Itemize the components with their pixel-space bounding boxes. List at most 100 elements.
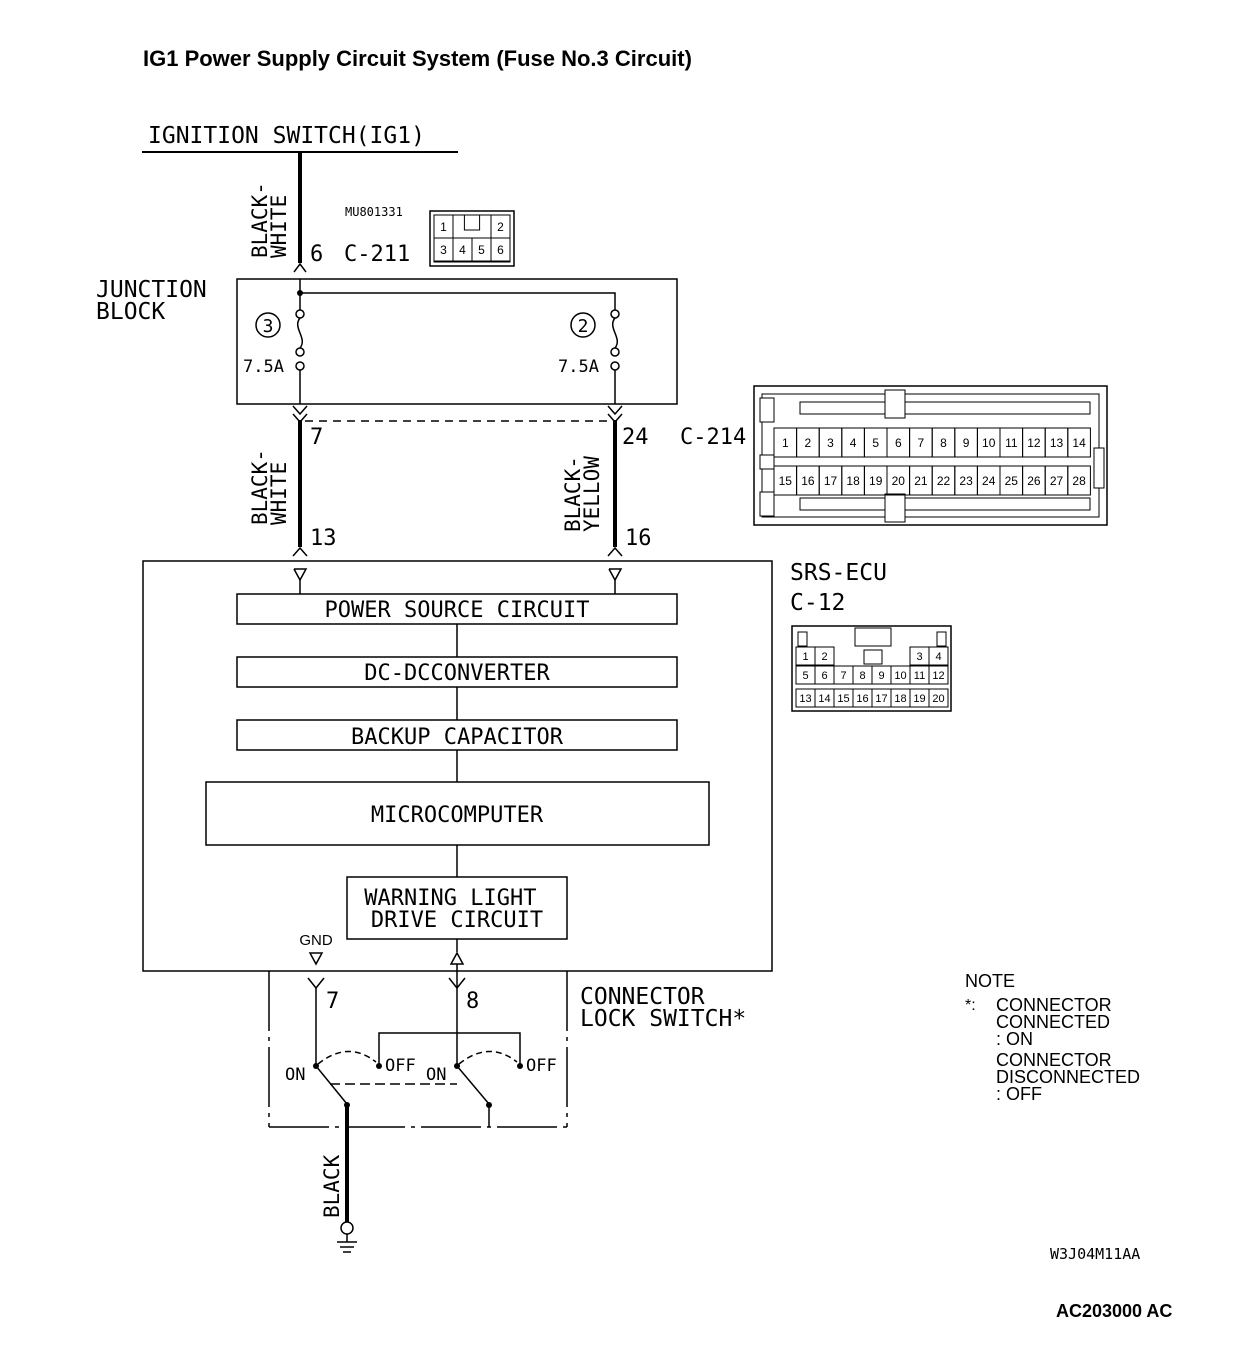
connector-pin-number: 20 bbox=[932, 693, 944, 705]
connector-pin-cell bbox=[490, 237, 511, 262]
note-star: *: bbox=[965, 997, 976, 1014]
ignition-switch-label: IGNITION SWITCH(IG1) bbox=[148, 123, 425, 149]
connector-pin-number: 28 bbox=[1072, 474, 1086, 488]
connector-pin-cell bbox=[1067, 427, 1091, 458]
fuse-2: 2 7.5A bbox=[558, 309, 620, 404]
connector-pin-number: 1 bbox=[440, 220, 447, 234]
connector-pin-cell bbox=[928, 646, 949, 666]
connector-pin-number: 15 bbox=[779, 474, 793, 488]
wire-label-left: BLACK-WHITE bbox=[248, 449, 291, 525]
connector-pin-number: 7 bbox=[840, 670, 846, 682]
note-line-5: : OFF bbox=[996, 1084, 1042, 1104]
fuse-3-rating: 7.5A bbox=[243, 357, 284, 377]
note-line-1: CONNECTED bbox=[996, 1012, 1110, 1032]
connector-pin-number: 10 bbox=[982, 436, 996, 450]
pin-c211: 6 bbox=[310, 242, 323, 267]
note-line-2: : ON bbox=[996, 1029, 1033, 1049]
connector-pin-number: 16 bbox=[856, 693, 868, 705]
connector-pin-number: 17 bbox=[824, 474, 838, 488]
connector-mark bbox=[293, 262, 307, 273]
wire-label-top: BLACK-WHITE bbox=[248, 182, 291, 258]
pin-ecu-left: 13 bbox=[310, 526, 337, 551]
connector-pin-number: 11 bbox=[914, 670, 925, 682]
warning-light-label-l1: WARNING LIGHT bbox=[364, 886, 536, 911]
wire-label-ground: BLACK bbox=[320, 1154, 344, 1218]
wire-label-line: BLACK- bbox=[561, 456, 585, 532]
connector-pin-cell bbox=[814, 646, 835, 666]
connector-pin-number: 23 bbox=[959, 474, 973, 488]
connector-pin-number: 2 bbox=[805, 436, 812, 450]
ground-icon bbox=[337, 1234, 357, 1253]
part-number: MU801331 bbox=[345, 205, 403, 219]
connector-pin-number: 2 bbox=[821, 651, 827, 663]
power-source-label: POWER SOURCE CIRCUIT bbox=[325, 598, 590, 623]
connector-pin-number: 1 bbox=[782, 436, 789, 450]
connector-pin-number: 10 bbox=[894, 670, 906, 682]
connector-pin-number: 12 bbox=[1027, 436, 1041, 450]
lock-switch-label-l1: CONNECTOR bbox=[580, 984, 705, 1010]
backup-capacitor-label: BACKUP CAPACITOR bbox=[351, 725, 564, 750]
srs-ecu-label: SRS-ECU bbox=[790, 560, 887, 586]
pin-gnd: 7 bbox=[326, 989, 339, 1014]
wire-label-line: WHITE bbox=[267, 462, 291, 525]
wire-label-line: WHITE bbox=[267, 195, 291, 258]
fuse-3-number: 3 bbox=[263, 316, 274, 337]
connector-pin-number: 13 bbox=[1050, 436, 1064, 450]
dc-dc-label: DC-DCCONVERTER bbox=[364, 661, 550, 686]
connector-pin-number: 14 bbox=[1072, 436, 1086, 450]
connector-pin-number: 18 bbox=[846, 474, 860, 488]
junction-block-label-l1: JUNCTION bbox=[96, 277, 207, 303]
switch2-off-label: OFF bbox=[526, 1056, 557, 1076]
gnd-label: GND bbox=[299, 932, 333, 949]
connector-pin-number: 7 bbox=[918, 436, 925, 450]
connector-pin-number: 13 bbox=[799, 693, 811, 705]
wire-label-left-text: BLACK-WHITE bbox=[248, 449, 291, 525]
connector-pin-number: 9 bbox=[878, 670, 884, 682]
junction-block-label-l2: BLOCK bbox=[96, 299, 165, 325]
connector-pin-number: 16 bbox=[801, 474, 815, 488]
fuse-3: 3 7.5A bbox=[243, 293, 305, 404]
connector-c214-label: C-214 bbox=[680, 425, 746, 450]
connector-pin-number: 4 bbox=[850, 436, 857, 450]
page-title: IG1 Power Supply Circuit System (Fuse No… bbox=[143, 46, 692, 71]
note-line-3: CONNECTOR bbox=[996, 1050, 1112, 1070]
connector-pin-number: 5 bbox=[802, 670, 808, 682]
pin-switch: 8 bbox=[466, 989, 479, 1014]
reference-code: AC203000 AC bbox=[1056, 1301, 1172, 1321]
connector-c12-label: C-12 bbox=[790, 590, 845, 616]
fuse-2-rating: 7.5A bbox=[558, 357, 599, 377]
connector-pin-number: 11 bbox=[1005, 436, 1018, 450]
connector-pin-number: 25 bbox=[1005, 474, 1019, 488]
connector-pin-number: 2 bbox=[497, 220, 504, 234]
connector-pin-number: 1 bbox=[802, 651, 808, 663]
fuse-2-number: 2 bbox=[578, 316, 589, 337]
connector-pin-number: 4 bbox=[459, 243, 466, 257]
connector-pin-number: 27 bbox=[1050, 474, 1064, 488]
note-text: CONNECTOR CONNECTED : ON CONNECTOR DISCO… bbox=[996, 995, 1145, 1104]
connector-pin-number: 22 bbox=[937, 474, 951, 488]
connector-c211-label: C-211 bbox=[344, 242, 410, 267]
lock-switch-label-l2: LOCK SWITCH* bbox=[580, 1006, 746, 1032]
connector-pin-number: 5 bbox=[478, 243, 485, 257]
connector-pin-cell bbox=[928, 665, 949, 685]
lock-switch-label: CONNECTOR LOCK SWITCH* bbox=[580, 984, 746, 1032]
microcomputer-label: MICROCOMPUTER bbox=[371, 803, 544, 828]
warning-light-label: WARNING LIGHT DRIVE CIRCUIT bbox=[364, 886, 549, 933]
junction-block bbox=[236, 278, 678, 405]
connector-pin-number: 21 bbox=[914, 474, 928, 488]
connector-pin-number: 5 bbox=[872, 436, 879, 450]
switch1-off-label: OFF bbox=[385, 1056, 416, 1076]
junction-bus bbox=[299, 279, 616, 310]
connector-pin-number: 19 bbox=[869, 474, 883, 488]
connector-pin-number: 3 bbox=[440, 243, 447, 257]
connector-pin-number: 6 bbox=[895, 436, 902, 450]
note-line-4: DISCONNECTED bbox=[996, 1067, 1140, 1087]
switch2-on-label: ON bbox=[426, 1065, 446, 1085]
connector-pin-number: 15 bbox=[837, 693, 849, 705]
connector-pin-number: 12 bbox=[932, 670, 944, 682]
connector-pin-number: 20 bbox=[892, 474, 906, 488]
connector-pin-number: 3 bbox=[916, 651, 922, 663]
